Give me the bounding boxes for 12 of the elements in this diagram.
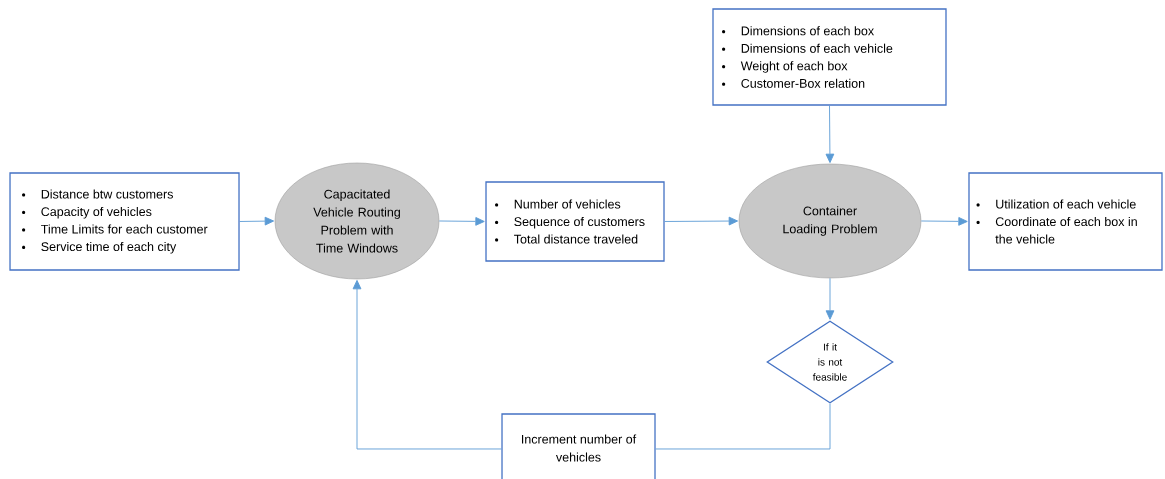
bullet-list-box: Dimensions of each box Dimensions of each vehicle Weight of each box Customer-Box relation xyxy=(712,8,947,106)
bullet-list-box: Number of vehicles Sequence of customers Total distance traveled xyxy=(485,181,665,262)
bullet-list-box: Distance btw customers Capacity of vehicles Time Limits for each customer Service time of each city xyxy=(9,172,240,271)
bullet-list-box: Utilization of each vehicle Coordinate of each box in the vehicle xyxy=(968,172,1163,271)
arrow xyxy=(664,216,739,226)
process-box: Increment number of vehicles xyxy=(501,413,656,479)
arrow xyxy=(825,105,835,164)
arrow xyxy=(825,277,835,320)
arrow xyxy=(352,279,502,450)
arrow xyxy=(438,217,485,226)
arrow xyxy=(239,216,275,226)
arrow xyxy=(920,217,968,226)
